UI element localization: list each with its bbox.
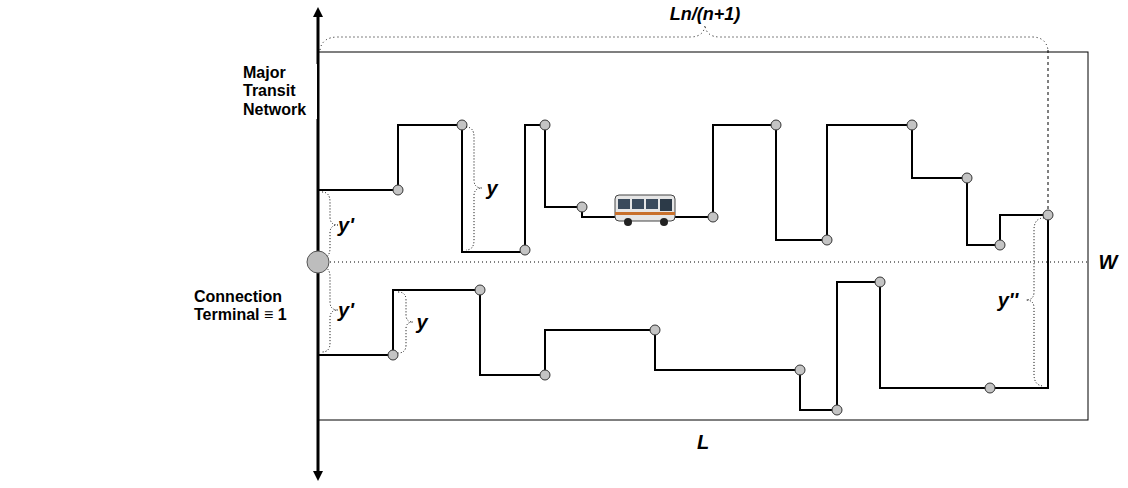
service-area xyxy=(318,52,1088,420)
bus-stops xyxy=(388,120,1053,415)
dashed-guide xyxy=(1048,50,1049,210)
terminal-label: Connection Terminal ≡ 1 xyxy=(194,288,302,325)
dimension-braces xyxy=(322,127,1044,386)
network-label: Major Transit Network xyxy=(243,64,317,119)
dimension-label: y xyxy=(416,311,427,334)
dimension-label: L xyxy=(697,431,709,454)
length-label: Ln/(n+1) xyxy=(670,4,741,25)
dimension-label: y' xyxy=(338,299,354,322)
bottom-route xyxy=(318,215,1048,410)
bus-icon xyxy=(615,195,675,226)
top-route xyxy=(318,125,1048,252)
dimension-label: y'' xyxy=(998,289,1019,312)
dimension-label: y' xyxy=(338,214,354,237)
connection-terminal xyxy=(307,251,329,273)
dimension-label: W xyxy=(1099,251,1118,274)
dimension-label: y xyxy=(486,177,497,200)
length-brace xyxy=(320,25,1048,50)
center-line xyxy=(318,262,1088,263)
